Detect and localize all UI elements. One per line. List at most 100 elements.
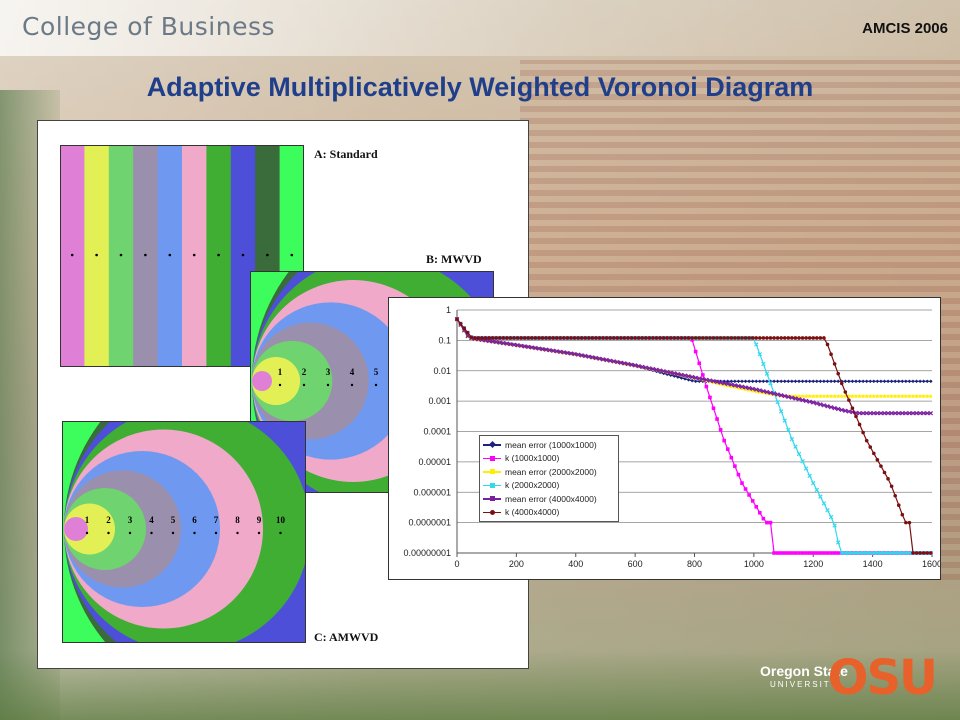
legend-label: k (4000x4000) xyxy=(505,507,560,518)
data-point xyxy=(782,418,787,423)
data-point xyxy=(811,551,816,555)
data-point xyxy=(493,339,499,345)
data-point xyxy=(515,336,520,340)
data-point xyxy=(558,336,563,340)
data-point xyxy=(554,336,559,340)
data-point xyxy=(818,402,823,407)
data-point xyxy=(758,510,762,515)
data-point xyxy=(743,385,748,390)
data-point xyxy=(483,336,488,340)
data-point xyxy=(793,393,798,398)
data-point xyxy=(790,551,794,555)
data-point xyxy=(758,336,762,340)
legend-swatch xyxy=(483,508,501,516)
data-point xyxy=(601,336,605,340)
seed-point xyxy=(193,531,196,535)
series-line xyxy=(456,318,931,397)
data-point xyxy=(540,336,545,340)
data-point xyxy=(615,359,620,365)
data-point xyxy=(796,451,802,457)
data-point xyxy=(835,540,841,545)
logo-university-sub: UNIVERSITY xyxy=(770,680,839,689)
data-point xyxy=(629,336,634,340)
data-point xyxy=(686,374,691,379)
data-point xyxy=(619,336,623,340)
data-point xyxy=(804,336,808,340)
data-point xyxy=(847,379,851,384)
data-point xyxy=(800,393,805,398)
data-point xyxy=(889,379,894,384)
data-point xyxy=(775,551,780,555)
data-point xyxy=(501,340,506,346)
legend-swatch xyxy=(483,454,501,462)
data-point xyxy=(504,341,510,346)
data-point xyxy=(729,384,734,388)
data-point xyxy=(825,342,830,347)
data-point xyxy=(743,487,748,491)
seed-point xyxy=(107,531,110,535)
data-point xyxy=(743,336,748,340)
data-point xyxy=(850,406,855,411)
data-point xyxy=(786,336,791,340)
data-point xyxy=(825,404,830,409)
data-point xyxy=(857,393,862,398)
data-point xyxy=(921,379,926,384)
data-point xyxy=(736,472,741,477)
data-point xyxy=(885,550,891,556)
y-tick-label: 0.000001 xyxy=(413,487,451,497)
data-point xyxy=(825,551,830,555)
data-point xyxy=(651,336,655,340)
region-number: 3 xyxy=(326,367,331,377)
data-point xyxy=(896,550,901,556)
data-point xyxy=(896,379,901,384)
data-point xyxy=(925,551,930,555)
y-tick-label: 0.0000001 xyxy=(408,518,451,528)
data-point xyxy=(797,551,801,555)
data-point xyxy=(721,381,727,386)
data-point xyxy=(832,393,837,398)
data-point xyxy=(690,378,694,383)
series-3 xyxy=(455,317,933,398)
legend-entry: k (2000x2000) xyxy=(483,479,615,493)
data-point xyxy=(604,357,609,363)
data-point xyxy=(540,346,545,352)
data-point xyxy=(768,381,773,386)
data-point xyxy=(872,451,876,456)
data-point xyxy=(896,410,901,416)
data-point xyxy=(743,379,748,384)
data-point xyxy=(893,379,897,384)
data-point xyxy=(882,379,887,384)
data-point xyxy=(811,480,816,486)
seed-point xyxy=(192,253,196,257)
data-point xyxy=(725,381,730,387)
logo-university-name: Oregon State xyxy=(760,663,848,679)
data-point xyxy=(547,336,552,340)
data-point xyxy=(911,551,915,555)
legend-entry: k (1000x1000) xyxy=(483,452,615,466)
data-point xyxy=(654,336,659,340)
data-point xyxy=(818,494,823,499)
x-tick-label: 1400 xyxy=(863,559,883,569)
data-point xyxy=(708,395,712,400)
data-point xyxy=(750,379,755,384)
data-point xyxy=(597,336,602,340)
legend-swatch xyxy=(483,468,501,476)
data-point xyxy=(850,550,855,556)
data-point xyxy=(625,361,631,367)
data-point xyxy=(839,393,844,398)
data-point xyxy=(636,363,641,369)
data-point xyxy=(750,388,755,393)
data-point xyxy=(722,438,726,443)
data-point xyxy=(480,336,484,340)
data-point xyxy=(828,514,834,520)
data-point xyxy=(846,409,852,414)
data-point xyxy=(860,410,866,416)
data-point xyxy=(587,336,591,340)
data-point xyxy=(807,336,812,340)
data-point xyxy=(800,379,805,384)
data-point xyxy=(682,373,688,378)
data-point xyxy=(725,336,730,340)
data-point xyxy=(575,352,581,357)
data-point xyxy=(704,336,709,340)
